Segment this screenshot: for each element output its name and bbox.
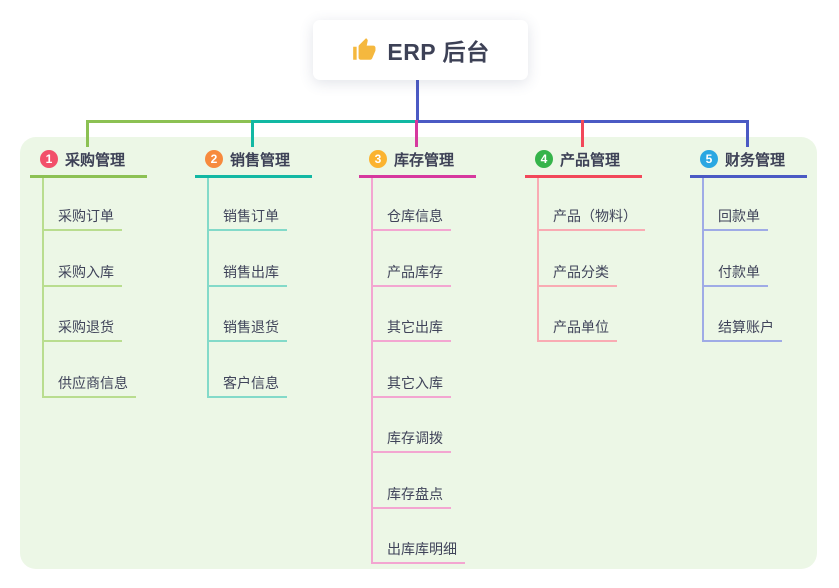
child-node[interactable]: 库存盘点 bbox=[387, 486, 443, 502]
child-node[interactable]: 产品库存 bbox=[387, 264, 443, 280]
branch-underline bbox=[690, 175, 807, 178]
branch-badge-2: 2 bbox=[205, 150, 223, 168]
child-underline bbox=[207, 396, 287, 398]
branch-node-1[interactable]: 1 采购管理 bbox=[40, 148, 125, 170]
root-node-erp[interactable]: ERP 后台 bbox=[313, 20, 528, 80]
child-node[interactable]: 销售出库 bbox=[223, 264, 279, 280]
child-underline bbox=[537, 229, 645, 231]
branch-drop-line-3 bbox=[415, 120, 418, 147]
branch-node-5[interactable]: 5 财务管理 bbox=[700, 148, 785, 170]
child-underline bbox=[371, 285, 451, 287]
branch-label: 产品管理 bbox=[560, 151, 621, 169]
branch-underline bbox=[359, 175, 476, 178]
child-underline bbox=[371, 340, 451, 342]
branch-label: 财务管理 bbox=[725, 151, 786, 169]
child-node[interactable]: 其它入库 bbox=[387, 375, 443, 391]
branch-drop-line-4 bbox=[581, 120, 584, 147]
branch-underline bbox=[30, 175, 147, 178]
child-node[interactable]: 采购退货 bbox=[58, 319, 114, 335]
branch-drop-line-5 bbox=[746, 120, 749, 147]
child-node[interactable]: 出库库明细 bbox=[387, 541, 457, 557]
child-node[interactable]: 产品分类 bbox=[553, 264, 609, 280]
child-underline bbox=[207, 340, 287, 342]
branch-node-4[interactable]: 4 产品管理 bbox=[535, 148, 620, 170]
child-node[interactable]: 产品单位 bbox=[553, 319, 609, 335]
branch-drop-line-2 bbox=[251, 120, 254, 147]
child-node[interactable]: 客户信息 bbox=[223, 375, 279, 391]
child-node[interactable]: 采购入库 bbox=[58, 264, 114, 280]
branch-node-3[interactable]: 3 库存管理 bbox=[369, 148, 454, 170]
branch-underline bbox=[195, 175, 312, 178]
child-underline bbox=[702, 285, 768, 287]
child-node[interactable]: 采购订单 bbox=[58, 208, 114, 224]
child-node[interactable]: 库存调拨 bbox=[387, 430, 443, 446]
child-underline bbox=[371, 396, 451, 398]
branch-node-2[interactable]: 2 销售管理 bbox=[205, 148, 290, 170]
branch-badge-1: 1 bbox=[40, 150, 58, 168]
child-node[interactable]: 销售退货 bbox=[223, 319, 279, 335]
child-node[interactable]: 结算账户 bbox=[718, 319, 774, 335]
root-node-label: ERP 后台 bbox=[387, 39, 490, 65]
child-node[interactable]: 回款单 bbox=[718, 208, 760, 224]
child-node[interactable]: 产品（物料） bbox=[553, 208, 637, 224]
child-underline bbox=[42, 285, 122, 287]
branch-label: 采购管理 bbox=[65, 151, 126, 169]
child-node[interactable]: 销售订单 bbox=[223, 208, 279, 224]
branch-label: 销售管理 bbox=[230, 151, 291, 169]
branch-badge-3: 3 bbox=[369, 150, 387, 168]
child-underline bbox=[371, 507, 451, 509]
branch-badge-5: 5 bbox=[700, 150, 718, 168]
branch-spine-line bbox=[207, 178, 209, 398]
child-underline bbox=[207, 285, 287, 287]
child-underline bbox=[371, 451, 451, 453]
branches-background-panel bbox=[20, 137, 817, 569]
child-underline bbox=[42, 340, 122, 342]
root-connector-line bbox=[416, 80, 419, 123]
child-underline bbox=[371, 562, 465, 564]
branch-drop-line-1 bbox=[86, 120, 89, 147]
child-node[interactable]: 付款单 bbox=[718, 264, 760, 280]
child-underline bbox=[42, 396, 136, 398]
child-underline bbox=[537, 340, 617, 342]
child-underline bbox=[702, 340, 782, 342]
child-underline bbox=[42, 229, 122, 231]
branch-underline bbox=[525, 175, 642, 178]
child-underline bbox=[702, 229, 768, 231]
branch-badge-4: 4 bbox=[535, 150, 553, 168]
child-underline bbox=[371, 229, 451, 231]
branch-spine-line bbox=[371, 178, 373, 564]
child-node[interactable]: 其它出库 bbox=[387, 319, 443, 335]
child-node[interactable]: 供应商信息 bbox=[58, 375, 128, 391]
trunk-segment-teal bbox=[251, 120, 416, 123]
child-underline bbox=[537, 285, 617, 287]
branch-spine-line bbox=[42, 178, 44, 398]
branch-spine-line bbox=[702, 178, 704, 342]
child-underline bbox=[207, 229, 287, 231]
child-node[interactable]: 仓库信息 bbox=[387, 208, 443, 224]
thumbs-up-icon bbox=[353, 38, 376, 60]
trunk-segment-green bbox=[86, 120, 251, 123]
branch-spine-line bbox=[537, 178, 539, 342]
branch-label: 库存管理 bbox=[394, 151, 455, 169]
